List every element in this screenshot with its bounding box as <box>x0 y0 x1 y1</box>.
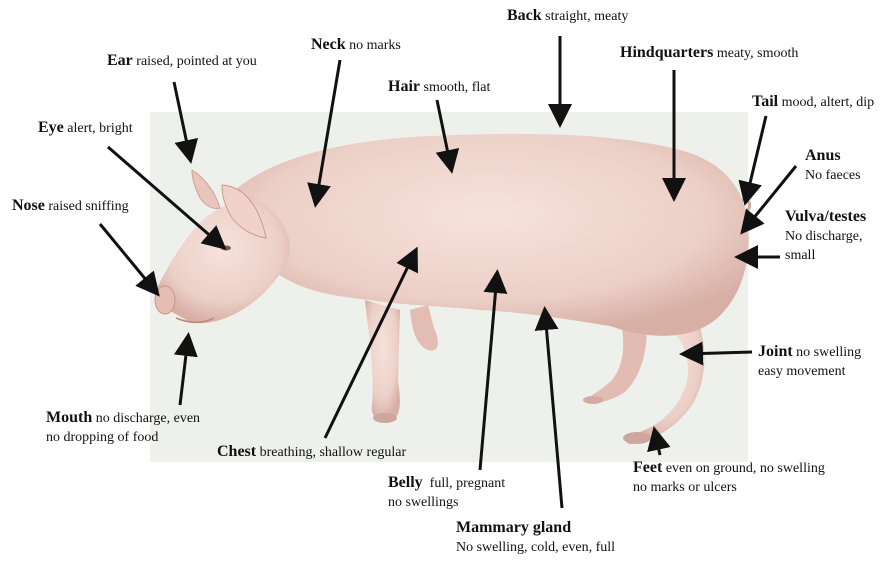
hind-hoof-near <box>623 432 651 444</box>
label-mouth-desc: no discharge, even <box>96 411 200 426</box>
label-nose: Nose raised sniffing <box>12 196 129 216</box>
pig-head <box>156 199 290 323</box>
label-hair: Hair smooth, flat <box>388 77 490 97</box>
label-nose-name: Nose <box>12 197 45 214</box>
label-eye: Eye alert, bright <box>38 118 133 138</box>
label-hindquarters: Hindquarters meaty, smooth <box>620 43 798 63</box>
label-back: Back straight, meaty <box>507 6 628 26</box>
front-hoof <box>373 413 397 423</box>
arrow-mammary <box>545 312 562 508</box>
label-belly-desc2: no swellings <box>388 495 458 510</box>
label-back-desc: straight, meaty <box>545 9 628 24</box>
label-mouth-desc2: no dropping of food <box>46 430 158 445</box>
label-ear-name: Ear <box>107 52 133 69</box>
label-hair-name: Hair <box>388 78 420 95</box>
label-nose-desc: raised sniffing <box>48 199 128 214</box>
pig-illustration <box>155 134 750 444</box>
label-mammary-name: Mammary gland <box>456 519 571 536</box>
label-joint-name: Joint <box>758 343 793 360</box>
label-vulva: Vulva/testes No discharge, small <box>785 207 866 265</box>
label-feet-desc: even on ground, no swelling <box>666 461 825 476</box>
hind-hoof-far <box>583 396 603 404</box>
label-chest: Chest breathing, shallow regular <box>217 442 406 462</box>
label-mammary: Mammary gland No swelling, cold, even, fu… <box>456 518 615 557</box>
label-tail-desc: mood, altert, dip <box>782 95 875 110</box>
label-vulva-desc2: small <box>785 248 815 263</box>
arrow-mouth <box>180 338 188 405</box>
label-chest-desc: breathing, shallow regular <box>260 445 407 460</box>
label-belly-desc: full, pregnant <box>430 476 505 491</box>
pig-ear-far <box>192 170 220 208</box>
label-joint: Joint no swelling easy movement <box>758 342 861 381</box>
pig-body <box>225 134 749 336</box>
arrow-ear <box>174 82 190 158</box>
label-ear: Ear raised, pointed at you <box>107 51 257 71</box>
label-mouth-name: Mouth <box>46 409 92 426</box>
front-far-leg <box>410 305 438 351</box>
label-vulva-desc: No discharge, <box>785 229 863 244</box>
label-anus: Anus No faeces <box>805 146 861 185</box>
label-feet-desc2: no marks or ulcers <box>633 480 737 495</box>
label-tail-name: Tail <box>752 93 778 110</box>
label-chest-name: Chest <box>217 443 256 460</box>
arrow-joint <box>685 352 752 354</box>
label-joint-desc: no swelling <box>796 345 861 360</box>
pig-snout <box>155 286 175 314</box>
label-eye-name: Eye <box>38 119 64 136</box>
pig-eye <box>221 246 231 251</box>
label-joint-desc2: easy movement <box>758 364 845 379</box>
label-mouth: Mouth no discharge, even no dropping of f… <box>46 408 200 447</box>
label-hindquarters-name: Hindquarters <box>620 44 713 61</box>
label-hair-desc: smooth, flat <box>424 80 491 95</box>
label-eye-desc: alert, bright <box>67 121 132 136</box>
label-anus-name: Anus <box>805 147 841 164</box>
label-hindquarters-desc: meaty, smooth <box>717 46 799 61</box>
label-neck: Neck no marks <box>311 35 401 55</box>
label-vulva-name: Vulva/testes <box>785 208 866 225</box>
label-tail: Tail mood, altert, dip <box>752 92 874 112</box>
label-back-name: Back <box>507 7 542 24</box>
label-feet-name: Feet <box>633 459 662 476</box>
label-mammary-desc: No swelling, cold, even, full <box>456 540 615 555</box>
label-neck-desc: no marks <box>349 38 401 53</box>
label-belly-name: Belly <box>388 474 423 491</box>
arrow-nose <box>100 224 156 292</box>
label-ear-desc: raised, pointed at you <box>136 54 257 69</box>
arrow-tail <box>746 116 766 200</box>
label-belly: Belly full, pregnant no swellings <box>388 473 505 512</box>
label-feet: Feet even on ground, no swelling no marks… <box>633 458 825 497</box>
label-neck-name: Neck <box>311 36 346 53</box>
label-anus-desc: No faeces <box>805 168 861 183</box>
